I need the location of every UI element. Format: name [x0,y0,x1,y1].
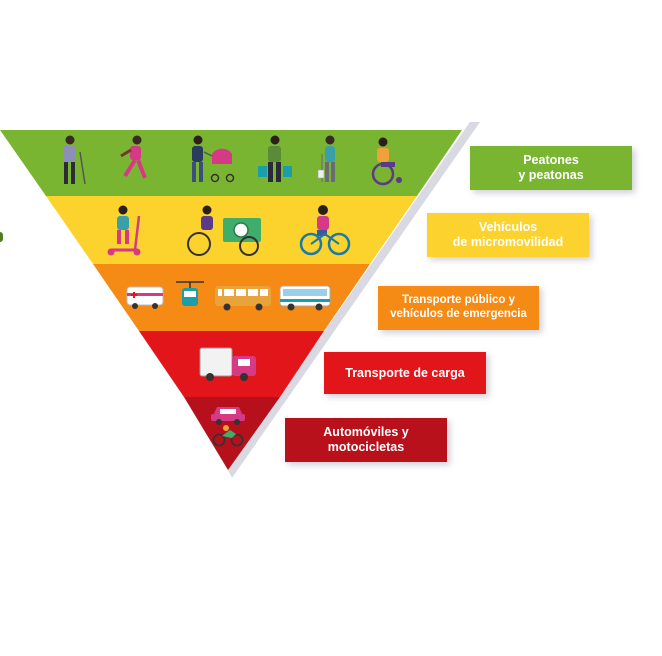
bicycle-icon [299,205,351,256]
label-automoviles: Automóviles y motocicletas [285,418,447,462]
stroller-icon [192,135,235,183]
trolleybus-icon [215,286,271,311]
bus-icon [279,285,331,311]
cable-car-icon [176,281,204,306]
delivery-truck-icon [199,347,256,381]
wheelchair-icon [371,137,402,186]
ambulance-icon [126,286,164,309]
label-transporte-carga: Transporte de carga [324,352,486,394]
cane-walker-icon [317,135,335,182]
elderly-walker-icon [63,135,86,185]
car-icon [211,407,245,425]
label-peatones-text: Peatones y peatonas [518,153,584,182]
scooter-icon [107,205,141,256]
edge-marker [0,232,3,242]
label-transporte-publico: Transporte público y vehículos de emerge… [378,286,539,330]
motorcycle-icon [212,425,244,447]
label-automoviles-text: Automóviles y motocicletas [323,425,409,454]
label-micromovilidad: Vehículos de micromovilidad [427,213,589,257]
runner-icon [120,135,147,179]
cargo-bike-icon [187,205,261,256]
label-peatones: Peatones y peatonas [470,146,632,190]
shopper-icon [258,135,292,182]
label-transporte-carga-text: Transporte de carga [345,365,465,380]
pyramid-shadow-edge [228,122,480,478]
label-transporte-publico-text: Transporte público y vehículos de emerge… [390,294,527,320]
label-micromovilidad-text: Vehículos de micromovilidad [452,220,564,249]
